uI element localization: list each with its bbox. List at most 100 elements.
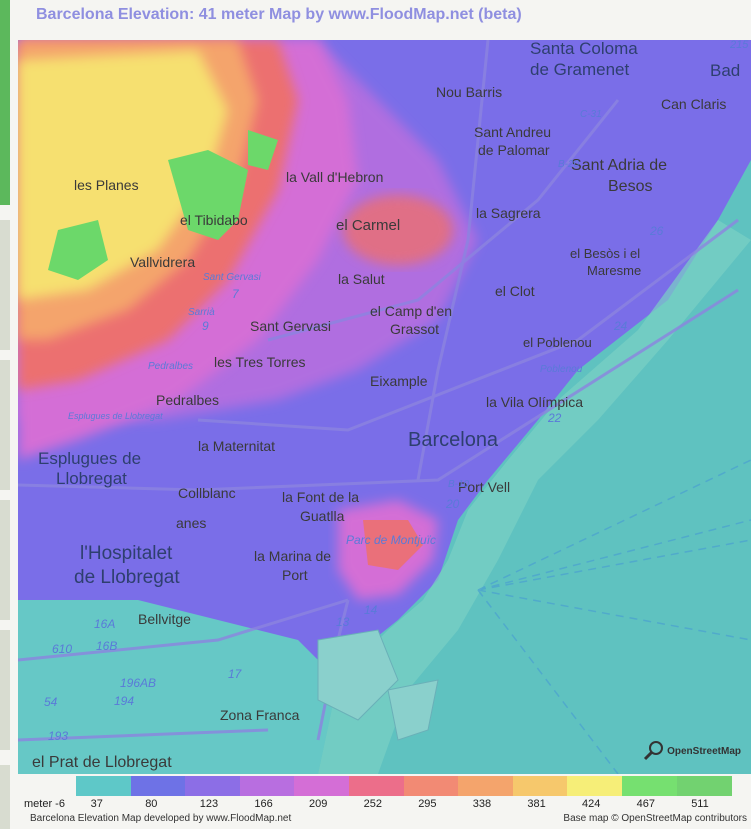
- label-hospitalet-1: l'Hospitalet: [80, 543, 173, 564]
- road-label-215: 215: [730, 40, 749, 51]
- legend-tick: 381: [527, 798, 546, 810]
- legend-tick: 295: [418, 798, 437, 810]
- label-bellvitge: Bellvitge: [138, 611, 191, 627]
- legend-tick: 123: [199, 798, 219, 810]
- label-sant-adria: Sant Adria de: [571, 157, 668, 174]
- left-edge-strip: [0, 0, 10, 829]
- label-vila-olimpica: la Vila Olímpica: [486, 394, 584, 410]
- label-zona-franca: Zona Franca: [220, 707, 300, 723]
- label-besos-maresme-2: Maresme: [587, 263, 642, 278]
- road-label-pedralbes: Pedralbes: [148, 361, 194, 372]
- label-carmel: el Carmel: [336, 217, 401, 234]
- road-label-sarria: Sarrià: [188, 307, 215, 318]
- legend-tick: 511: [691, 798, 709, 810]
- legend-tick: 424: [582, 798, 601, 810]
- label-salut: la Salut: [338, 271, 385, 287]
- label-poblenou: el Poblenou: [523, 335, 592, 350]
- label-font-de-la-2: Guatlla: [300, 508, 345, 524]
- road-label-7: 7: [232, 287, 239, 301]
- legend-swatch: [349, 776, 405, 796]
- legend-swatch: [676, 776, 733, 796]
- legend-tick: 467: [636, 798, 655, 810]
- elevation-map[interactable]: Santa Coloma de Gramenet Bad Nou Barris …: [18, 40, 751, 774]
- label-maternitat: la Maternitat: [198, 438, 276, 454]
- label-anes: anes: [176, 515, 207, 531]
- legend-swatch: [185, 776, 241, 796]
- label-port-vell: Port Vell: [458, 479, 511, 495]
- osm-attribution[interactable]: OpenStreetMap: [643, 740, 741, 762]
- label-nou-barris: Nou Barris: [436, 84, 503, 100]
- label-sant-andreu: Sant Andreu: [474, 124, 552, 140]
- road-label-26: 26: [650, 224, 664, 238]
- road-label-196ab: 196AB: [120, 676, 157, 690]
- road-label-13: 13: [336, 615, 350, 629]
- legend-swatch: [512, 776, 569, 796]
- credit-floodmap[interactable]: Barcelona Elevation Map developed by www…: [30, 813, 292, 824]
- legend-swatch: [622, 776, 678, 796]
- label-de-gramenet: de Gramenet: [530, 60, 630, 79]
- legend-unit: meter -6: [24, 798, 65, 810]
- port-piers: [317, 629, 439, 741]
- legend-swatch: [239, 776, 296, 796]
- label-esplugues-2: Llobregat: [56, 469, 127, 488]
- label-besos-maresme-1: el Besòs i el: [570, 246, 641, 261]
- label-font-de-la-1: la Font de la: [282, 489, 360, 505]
- label-bad: Bad: [710, 61, 741, 80]
- label-camp-den-2: Grassot: [390, 321, 440, 337]
- label-camp-den-1: el Camp d'en: [370, 303, 453, 319]
- legend-tick: 166: [254, 798, 273, 810]
- label-sagrera: la Sagrera: [476, 205, 541, 221]
- label-clot: el Clot: [495, 283, 535, 299]
- label-les-planes: les Planes: [74, 177, 139, 193]
- label-barcelona: Barcelona: [408, 429, 499, 451]
- road-label-22: 22: [548, 411, 562, 425]
- label-esplugues-1: Esplugues de: [38, 449, 142, 468]
- credit-osm[interactable]: Base map © OpenStreetMap contributors: [563, 813, 747, 824]
- road-label-14: 14: [364, 603, 378, 617]
- road-label-esplugues: Esplugues de Llobregat: [68, 411, 163, 421]
- label-vall-hebron: la Vall d'Hebron: [286, 169, 384, 185]
- legend-tick: 37: [90, 798, 103, 810]
- road-label-194: 194: [114, 694, 135, 708]
- road-label-17: 17: [228, 667, 242, 681]
- label-santa-coloma: Santa Coloma: [530, 40, 638, 58]
- label-sant-gervasi: Sant Gervasi: [250, 318, 331, 334]
- road-label-193: 193: [48, 729, 69, 743]
- coastal-shelf: [318, 220, 751, 774]
- legend-swatch: [130, 776, 187, 796]
- map-canvas: [18, 40, 751, 774]
- label-montjuic: Parc de Montjuïc: [346, 533, 437, 547]
- shipping-lanes: [477, 459, 751, 774]
- label-tibidabo: el Tibidabo: [180, 212, 248, 228]
- label-vallvidrera: Vallvidrera: [130, 254, 196, 270]
- legend-swatch: [294, 776, 350, 796]
- label-collblanc: Collblanc: [178, 485, 236, 501]
- legend-tick: 252: [363, 798, 382, 810]
- road-label-poblenou: Poblenou: [540, 364, 583, 375]
- label-marina-2: Port: [282, 567, 308, 583]
- legend-swatch: [567, 776, 623, 796]
- page-title: Barcelona Elevation: 41 meter Map by www…: [36, 6, 522, 23]
- label-marina-1: la Marina de: [254, 548, 332, 564]
- magnifier-icon: [644, 741, 664, 761]
- road-label-16a: 16A: [94, 617, 116, 631]
- legend-tick: 209: [309, 798, 328, 810]
- label-besos: Besos: [608, 178, 653, 195]
- road-label-b20: B-20: [558, 159, 580, 170]
- legend-tick: 338: [472, 798, 492, 810]
- road-label-sant-gervasi: Sant Gervasi: [203, 272, 261, 283]
- road-label-16b: 16B: [96, 639, 118, 653]
- road-label-610: 610: [52, 642, 73, 656]
- road-label-24: 24: [614, 319, 628, 333]
- road-network: [18, 40, 739, 742]
- osm-label: OpenStreetMap: [667, 745, 741, 757]
- label-prat: el Prat de Llobregat: [32, 754, 172, 771]
- road-label-54: 54: [44, 695, 58, 709]
- label-eixample: Eixample: [370, 373, 428, 389]
- label-tres-torres: les Tres Torres: [214, 354, 306, 370]
- road-label-20: 20: [446, 497, 460, 511]
- label-pedralbes: Pedralbes: [156, 392, 220, 408]
- legend-tick: 80: [145, 798, 158, 810]
- road-label-9: 9: [202, 319, 209, 333]
- legend-swatch: [76, 776, 132, 796]
